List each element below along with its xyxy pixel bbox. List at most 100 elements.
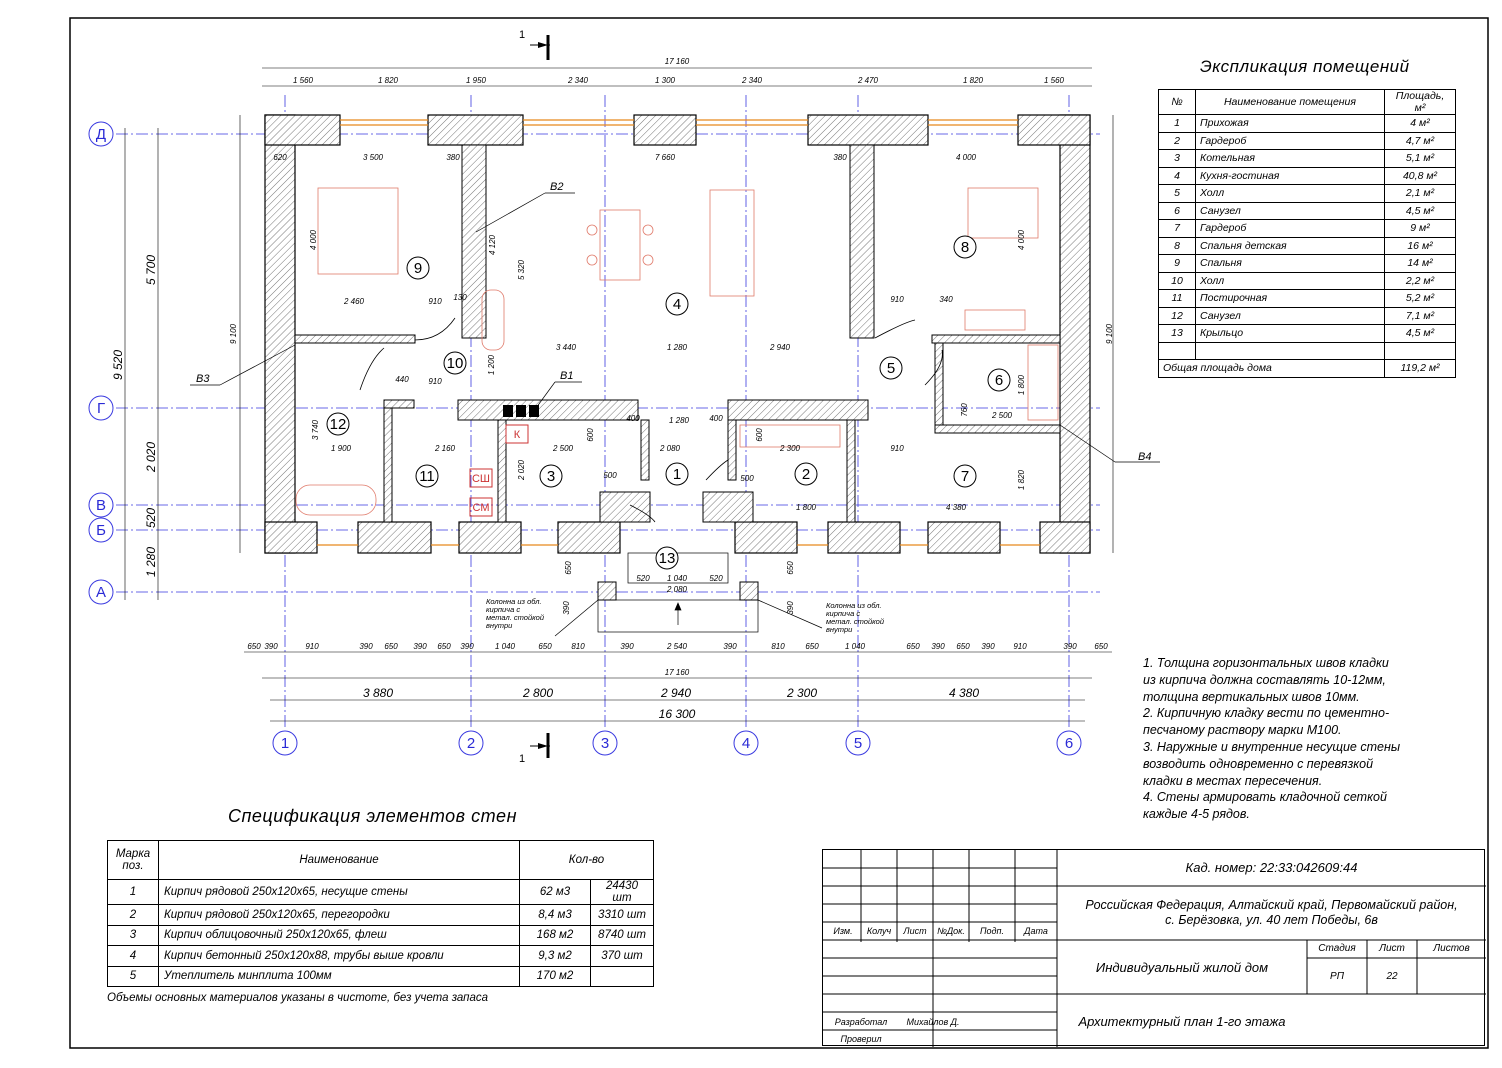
section-label-top: 1 <box>519 29 525 41</box>
dim-bottom-6: 650 <box>437 642 451 651</box>
dim-inner-2: 380 <box>446 153 460 162</box>
expl-cell-name: Гардероб <box>1195 131 1385 150</box>
expl-cell-num: 11 <box>1158 289 1196 308</box>
dim-bottom-12: 2 540 <box>666 642 688 651</box>
wall-left <box>264 114 296 554</box>
dim-inner-20: 4 000 <box>1017 229 1026 250</box>
stamp-col-date: Дата <box>1024 926 1048 936</box>
wall-bottom-6 <box>927 521 1001 554</box>
wall-bottom-2 <box>458 521 522 554</box>
wall-inner-8 <box>383 407 393 523</box>
axis-bubble-6 <box>1056 730 1082 756</box>
expl-cell-num: 9 <box>1158 254 1196 273</box>
spec-cell-q1: 168 м2 <box>519 924 591 946</box>
expl-cell-num: 6 <box>1158 201 1196 220</box>
note-item: 2. Кирпичную кладку вести по цементно- п… <box>1143 706 1390 738</box>
dims-inner: 3 500 380 7 660 380 4 000 620 2 460 910 … <box>273 153 1026 615</box>
dim-inner-11: 340 <box>939 295 953 304</box>
expl-cell-num: 1 <box>1158 114 1196 133</box>
expl-cell-area: 16 м² <box>1384 236 1456 255</box>
expl-cell-num: 8 <box>1158 236 1196 255</box>
axis-bubble-4 <box>733 730 759 756</box>
callout-b1: В1 <box>560 370 573 382</box>
dim-side-right: 9 100 <box>1105 323 1114 344</box>
dim-inner-19: 5 320 <box>517 259 526 280</box>
dim-top-0: 1 560 <box>293 76 314 85</box>
axis-label-g: Г <box>97 400 105 417</box>
axis-bubble-g <box>88 395 114 421</box>
dim-inner-31: 910 <box>890 444 904 453</box>
room-5: 5 <box>887 360 895 377</box>
dim-bottom-10: 810 <box>571 642 585 651</box>
dim-inner-43: 760 <box>960 403 969 417</box>
wall-inner-16 <box>702 491 754 523</box>
dim-inner-6: 620 <box>273 153 287 162</box>
stamp-col-list: Лист <box>903 926 927 936</box>
dim-inner-15: 440 <box>395 375 409 384</box>
dim-inner-23: 1 280 <box>669 416 690 425</box>
wall-inner-13 <box>934 342 944 434</box>
wall-top-1 <box>264 114 341 146</box>
room-1: 1 <box>673 466 681 483</box>
column-right <box>739 581 759 601</box>
axis-bubble-5 <box>845 730 871 756</box>
wall-inner-11 <box>727 419 737 481</box>
dim-left-1: 5 700 <box>144 255 158 285</box>
spec-cell-name: Утеплитель минплита 100мм <box>158 965 520 987</box>
dim-inner-25: 2 500 <box>991 411 1013 420</box>
expl-cell-area: 5,2 м² <box>1384 289 1456 308</box>
dim-inner-38: 520 <box>636 574 650 583</box>
room-9: 9 <box>414 260 422 277</box>
dim-inner-50: 390 <box>562 601 571 615</box>
expl-cell-num: 5 <box>1158 184 1196 203</box>
dim-inner-17: 4 000 <box>309 229 318 250</box>
doors <box>359 317 943 523</box>
dim-bottom-16: 1 040 <box>845 642 866 651</box>
spec-cell-mark: 1 <box>107 879 159 905</box>
wall-bottom-1 <box>357 521 432 554</box>
spec-cell-q1: 62 м3 <box>519 879 591 905</box>
expl-cell-name: Санузел <box>1195 306 1385 325</box>
stamp-drawing: Архитектурный план 1-го этажа <box>1078 1014 1286 1029</box>
label-k: К <box>514 429 521 441</box>
room-8: 8 <box>961 239 969 256</box>
wall-top-2 <box>427 114 524 146</box>
wall-bottom-0 <box>264 521 318 554</box>
axis-label-b: Б <box>96 522 106 539</box>
note-item: 3. Наружные и внутренние несущие стены в… <box>1143 739 1401 788</box>
dim-inner-41: 1 800 <box>1017 374 1026 395</box>
porch-steps <box>597 552 759 633</box>
axis-bubbles-horizontal: Д Г В Б А <box>88 121 114 605</box>
callout-b2: В2 <box>550 181 563 193</box>
room-3: 3 <box>547 468 555 485</box>
equipment-labels: К СШ СМ <box>469 424 529 517</box>
dims-top: 17 160 1 560 1 820 1 950 2 340 1 300 2 3… <box>262 57 1092 87</box>
stamp-col-sign: Подп. <box>980 926 1004 936</box>
spec-title: Спецификация элементов стен <box>228 806 517 826</box>
dim-bottom-5: 390 <box>413 642 427 651</box>
spec-cell-mark: 5 <box>107 965 159 987</box>
dim-inner-7: 2 460 <box>343 297 365 306</box>
expl-cell-name: Прихожая <box>1195 114 1385 133</box>
wall-top-3 <box>633 114 697 146</box>
dim-top-2: 1 950 <box>466 76 487 85</box>
dim-inner-37: 2 080 <box>666 585 688 594</box>
expl-cell-name: Кухня-гостиная <box>1195 166 1385 185</box>
dim-left-2: 2 020 <box>144 442 158 473</box>
axis-label-a: А <box>96 584 106 601</box>
dim-inner-26: 1 900 <box>331 444 352 453</box>
dim-inner-10: 910 <box>890 295 904 304</box>
axis-bubble-v <box>88 492 114 518</box>
expl-cell-num: 12 <box>1158 306 1196 325</box>
windows <box>317 119 1040 546</box>
stamp-stage: РП <box>1330 971 1344 982</box>
sheet-frame <box>69 17 1489 1049</box>
section-mark-bottom: 1 <box>519 733 550 765</box>
expl-cell-num: 10 <box>1158 271 1196 290</box>
wall-inner-2 <box>849 144 875 339</box>
